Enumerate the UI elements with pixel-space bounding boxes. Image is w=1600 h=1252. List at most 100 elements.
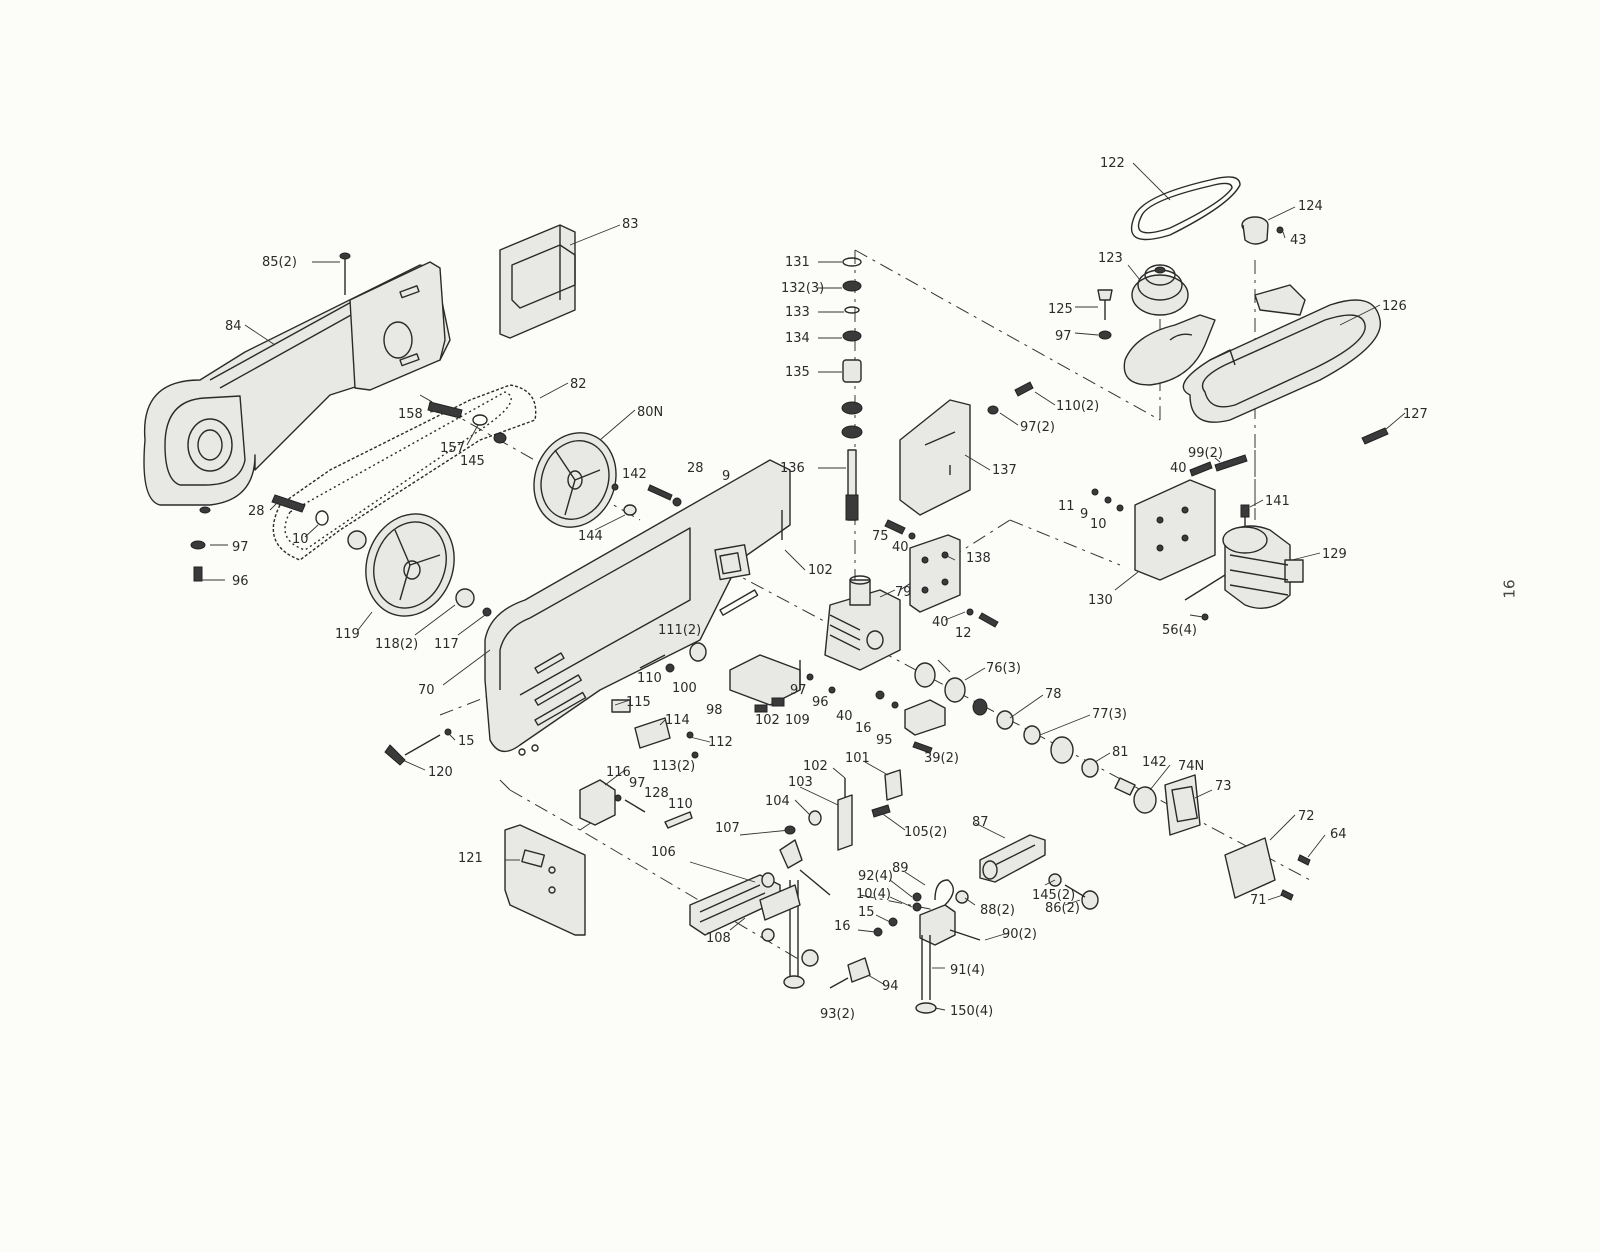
fasteners-64-71	[1280, 854, 1311, 901]
callout-88: 88(2)	[980, 903, 1015, 918]
callout-131: 131	[785, 255, 810, 270]
callout-108: 108	[706, 931, 731, 946]
callout-84: 84	[225, 319, 242, 334]
stop-assembly-101	[808, 769, 903, 851]
callout-98: 98	[706, 703, 723, 718]
callout-56: 56(4)	[1162, 623, 1197, 638]
fasteners-11-9-10	[1091, 488, 1124, 512]
callout-10b: 10(4)	[856, 887, 891, 902]
motor-129	[1184, 504, 1304, 621]
callout-130: 130	[1088, 593, 1113, 608]
callout-118: 118(2)	[375, 637, 418, 652]
callout-9a: 9	[722, 469, 730, 484]
callout-80n: 80N	[637, 405, 663, 420]
column-stack	[841, 257, 863, 521]
callout-75: 75	[872, 529, 889, 544]
axle-parts-left	[271, 494, 492, 617]
callout-95: 95	[876, 733, 893, 748]
callout-72: 72	[1298, 809, 1315, 824]
callout-116: 116	[606, 765, 631, 780]
callout-138: 138	[966, 551, 991, 566]
callout-115: 115	[626, 695, 651, 710]
callout-142b: 142	[1142, 755, 1167, 770]
callout-103: 103	[788, 775, 813, 790]
vise-jaw-87	[955, 834, 1099, 910]
callout-97c: 97	[790, 683, 807, 698]
callout-102a: 102	[808, 563, 833, 578]
callout-40c: 40	[836, 709, 853, 724]
callout-96a: 96	[232, 574, 249, 589]
page-number: 16	[1500, 579, 1519, 599]
callout-90: 90(2)	[1002, 927, 1037, 942]
callout-105: 105(2)	[904, 825, 947, 840]
callout-labels: 85(2)84838215815714580N28109796119118(2)…	[225, 156, 1428, 1022]
callout-120: 120	[428, 765, 453, 780]
cover-126	[1182, 284, 1381, 423]
callout-86: 86(2)	[1045, 901, 1080, 916]
callout-132: 132(3)	[781, 281, 824, 296]
callout-106: 106	[651, 845, 676, 860]
callout-110b: 110(2)	[1056, 399, 1099, 414]
callout-124: 124	[1298, 199, 1323, 214]
callout-79: 79	[895, 585, 912, 600]
callout-117: 117	[434, 637, 459, 652]
callout-150: 150(4)	[950, 1004, 993, 1019]
wheel-119	[365, 513, 455, 617]
callout-70: 70	[418, 683, 435, 698]
callout-123: 123	[1098, 251, 1123, 266]
belt-122	[1130, 176, 1241, 241]
fasteners-75-40-12	[884, 519, 999, 628]
callout-127: 127	[1403, 407, 1428, 422]
callout-145b: 145(2)	[1032, 888, 1075, 903]
callout-133: 133	[785, 305, 810, 320]
callout-100: 100	[672, 681, 697, 696]
saw-blade-82	[272, 384, 537, 561]
callout-145a: 145	[460, 454, 485, 469]
callout-97e: 97	[1055, 329, 1072, 344]
motor-plate-130	[1134, 454, 1248, 581]
drive-line-parts	[914, 662, 1276, 899]
callout-137: 137	[992, 463, 1017, 478]
callout-11: 11	[1058, 499, 1075, 514]
screw-85	[339, 252, 351, 295]
callout-102c: 102	[803, 759, 828, 774]
callout-76: 76(3)	[986, 661, 1021, 676]
callout-10a: 10	[292, 532, 309, 547]
callout-85: 85(2)	[262, 255, 297, 270]
callout-39: 39(2)	[924, 751, 959, 766]
gearbox-79	[824, 575, 901, 671]
callout-40b: 40	[932, 615, 949, 630]
callout-158: 158	[398, 407, 423, 422]
callout-12: 12	[955, 626, 972, 641]
fasteners-97-96-left	[190, 506, 211, 582]
callout-40d: 40	[1170, 461, 1187, 476]
callout-110a: 110	[637, 671, 662, 686]
callout-126: 126	[1382, 299, 1407, 314]
callout-114: 114	[665, 713, 690, 728]
callout-82: 82	[570, 377, 587, 392]
callout-64: 64	[1330, 827, 1347, 842]
plate-138	[909, 534, 961, 613]
callout-28b: 28	[687, 461, 704, 476]
callout-74n: 74N	[1178, 759, 1204, 774]
callout-78: 78	[1045, 687, 1062, 702]
callout-119: 119	[335, 627, 360, 642]
plate-125-97	[1097, 289, 1216, 386]
bracket-95	[875, 690, 946, 754]
callout-122: 122	[1100, 156, 1125, 171]
callout-112: 112	[708, 735, 733, 750]
screw-127	[1361, 427, 1389, 445]
callout-40a: 40	[892, 540, 909, 555]
blade-cover-84	[143, 261, 451, 506]
tension-parts-158-157-145	[427, 401, 507, 444]
pulley-124	[1241, 216, 1284, 245]
callout-16b: 16	[834, 919, 851, 934]
clamp-assembly-89	[829, 879, 981, 1014]
callout-134: 134	[785, 331, 810, 346]
callout-99: 99(2)	[1188, 446, 1223, 461]
wheel-80N	[533, 432, 617, 528]
callout-101: 101	[845, 751, 870, 766]
callout-97b: 97(2)	[1020, 420, 1055, 435]
callout-113: 113(2)	[652, 759, 695, 774]
